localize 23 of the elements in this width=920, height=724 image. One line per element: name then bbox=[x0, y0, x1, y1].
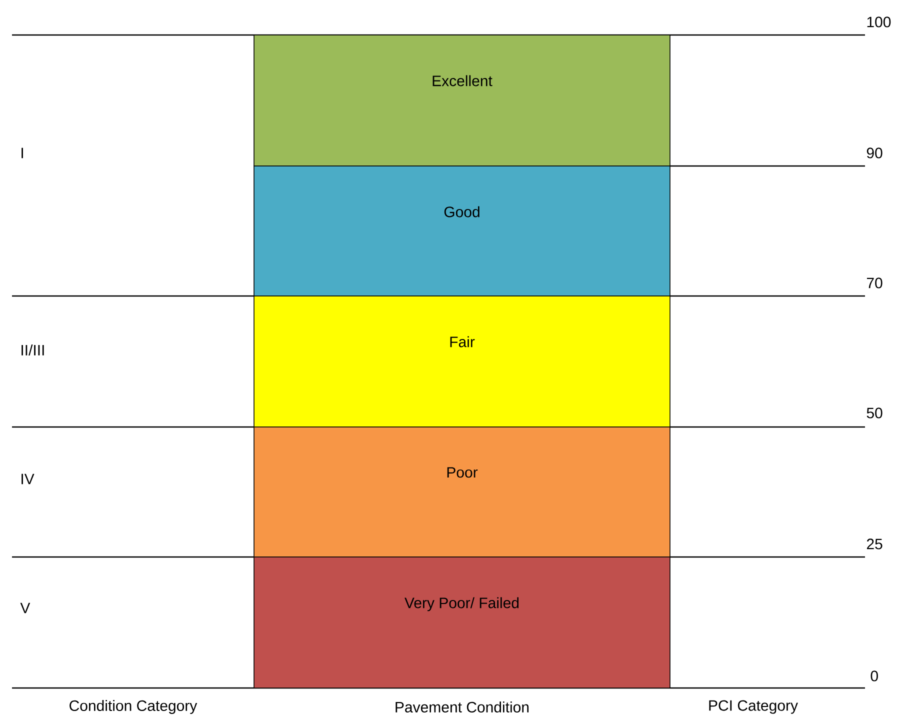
band-label: Very Poor/ Failed bbox=[404, 597, 519, 612]
scale-value: 70 bbox=[866, 278, 882, 288]
condition-band bbox=[254, 166, 670, 296]
band-label: Excellent bbox=[432, 75, 492, 86]
scale-value: 50 bbox=[866, 408, 882, 418]
scale-value: 0 bbox=[870, 670, 878, 682]
condition-band bbox=[254, 426, 670, 558]
column-heading: PCI Category bbox=[709, 700, 798, 714]
band-label: Poor bbox=[447, 467, 478, 478]
band-label: Fair bbox=[450, 336, 475, 348]
column-heading: Pavement Condition bbox=[396, 702, 529, 712]
condition-band bbox=[254, 296, 670, 428]
category-label: I bbox=[22, 148, 23, 158]
condition-band bbox=[254, 556, 670, 688]
scale-value: 25 bbox=[866, 538, 882, 550]
band-label: Good bbox=[444, 206, 480, 218]
scale-value: 100 bbox=[867, 16, 891, 28]
category-label: II/III bbox=[22, 344, 44, 356]
scale-value: 90 bbox=[866, 148, 882, 158]
category-label: IV bbox=[22, 474, 34, 484]
category-label: V bbox=[20, 602, 30, 614]
condition-band bbox=[254, 34, 670, 166]
column-heading: Condition Category bbox=[70, 700, 198, 714]
